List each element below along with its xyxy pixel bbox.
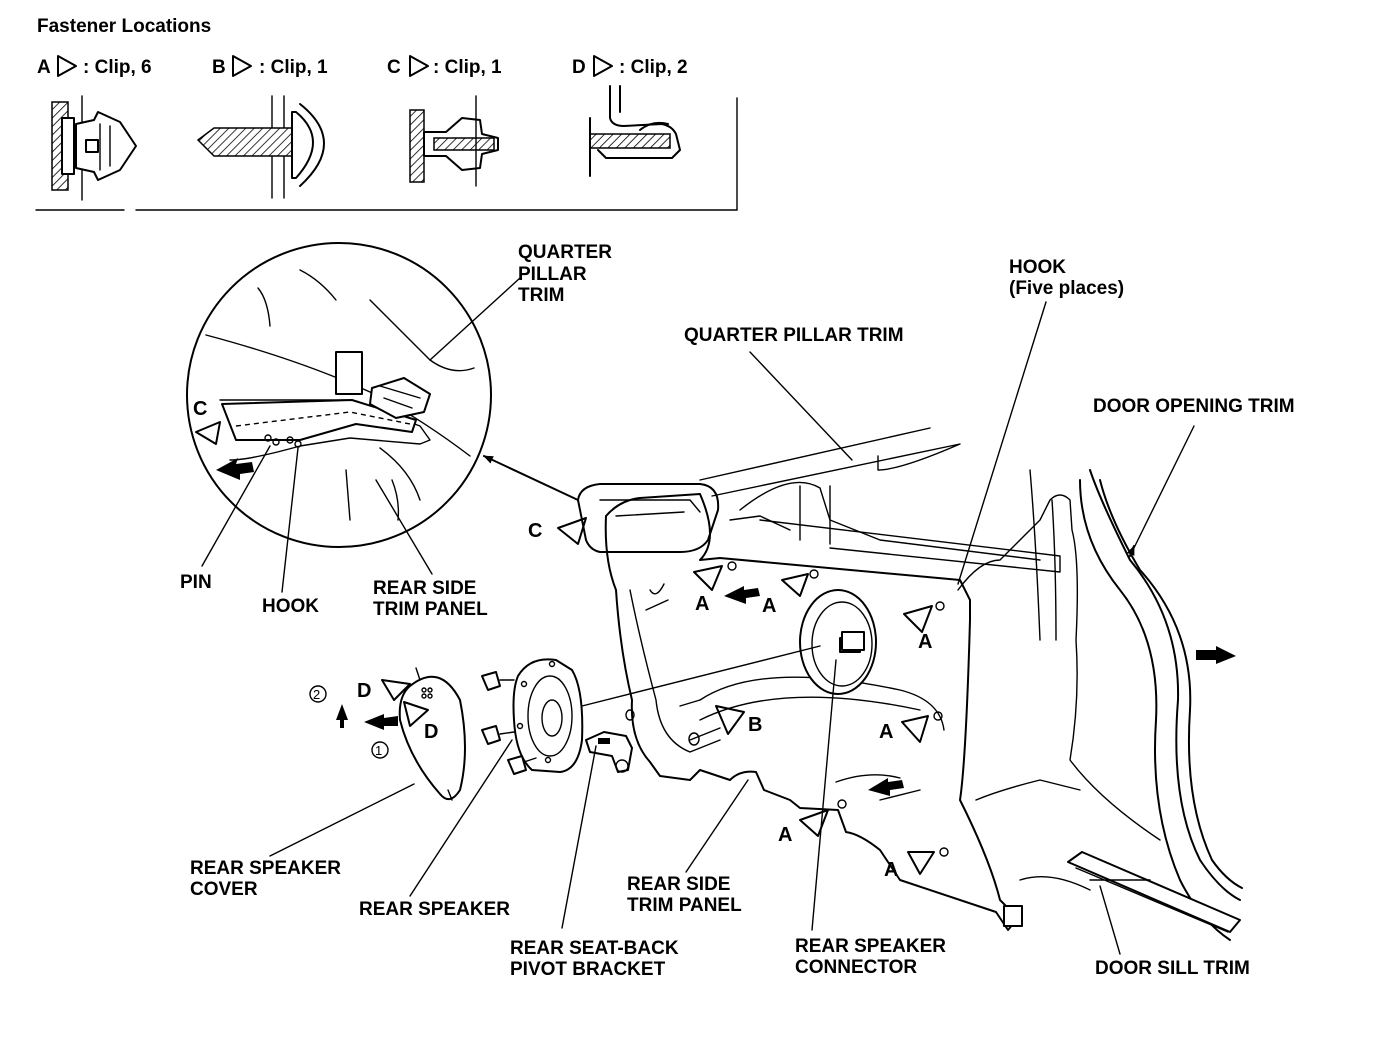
pivot-bracket-drawing — [585, 731, 633, 773]
rear-speaker-connector-label-1: REAR SPEAKER — [795, 936, 946, 957]
quarter-pillar-trim-inset-label-2: PILLAR — [518, 264, 587, 285]
pull-arrow-icon — [724, 586, 760, 604]
pull-arrow-icon — [868, 778, 904, 796]
clip-a-marker-icon — [781, 573, 809, 597]
step-1-label: 1 — [375, 743, 382, 758]
quarter-pillar-trim-inset-label-1: QUARTER — [518, 242, 612, 263]
pull-arrow-icon — [1196, 646, 1236, 664]
door-opening-trim-label: DOOR OPENING TRIM — [1093, 396, 1295, 417]
step-2-badge — [309, 685, 327, 703]
callout-a-6: A — [884, 859, 898, 881]
callout-a-3: A — [918, 631, 932, 653]
pivot-bracket-label-1: REAR SEAT-BACK — [510, 938, 679, 959]
rear-speaker-connector-label-2: CONNECTOR — [795, 957, 917, 978]
clip-b-drawing — [196, 95, 325, 199]
pull-arrow-icon — [364, 714, 398, 730]
rear-speaker-label: REAR SPEAKER — [359, 899, 510, 920]
callout-a-5: A — [778, 824, 792, 846]
rear-side-trim-panel-inset-label-1: REAR SIDE — [373, 578, 476, 599]
legend-letter-d: D — [572, 57, 586, 78]
clip-a-marker-icon — [903, 605, 933, 633]
letter-callouts: C A A A A B A A — [528, 520, 932, 881]
hook-five-label-2: (Five places) — [1009, 278, 1124, 299]
rear-speaker-cover-label-1: REAR SPEAKER — [190, 858, 341, 879]
rear-speaker-drawing — [481, 645, 821, 775]
legend-item-a: A : Clip, 6 — [37, 55, 152, 78]
legend-title: Fastener Locations — [37, 16, 211, 37]
clip-triangle-icon — [57, 55, 77, 77]
clip-triangle-icon — [593, 55, 613, 77]
clip-d-drawing — [589, 85, 681, 177]
clip-c-marker-icon — [195, 421, 221, 445]
part-labels: QUARTER PILLAR TRIM QUARTER PILLAR TRIM … — [180, 242, 1295, 980]
legend-letter-a: A — [37, 57, 51, 78]
clip-triangle-icon — [232, 55, 252, 77]
rear-speaker-cover-drawing: D D 2 1 — [309, 667, 466, 801]
door-sill-trim-label: DOOR SILL TRIM — [1095, 958, 1250, 979]
inset-callout-c: C — [193, 398, 207, 420]
clip-d-marker-icon — [403, 701, 429, 727]
clip-c-marker-icon — [557, 517, 587, 545]
step-1-badge — [371, 741, 389, 759]
callout-b: B — [748, 714, 762, 736]
clip-b-marker-icon — [715, 705, 745, 735]
legend-item-b: B : Clip, 1 — [212, 55, 328, 78]
rear-side-trim-panel-label-2: TRIM PANEL — [627, 895, 742, 916]
legend-text-b: : Clip, 1 — [259, 57, 328, 78]
hook-five-label-1: HOOK — [1009, 257, 1066, 278]
clip-d-marker-icon — [381, 679, 411, 701]
legend-letter-b: B — [212, 57, 226, 78]
legend-text-d: : Clip, 2 — [619, 57, 688, 78]
cover-callout-d-2: D — [424, 721, 438, 743]
hook-label: HOOK — [262, 596, 319, 617]
legend-item-d: D : Clip, 2 — [572, 55, 688, 78]
quarter-pillar-trim-inset-label-3: TRIM — [518, 285, 564, 306]
pull-arrow-icon — [216, 458, 254, 480]
clip-c-drawing — [409, 95, 499, 187]
pivot-bracket-label-2: PIVOT BRACKET — [510, 959, 666, 980]
legend-item-c: C : Clip, 1 — [387, 55, 502, 78]
clip-triangle-icon — [409, 55, 429, 77]
legend-text-c: : Clip, 1 — [433, 57, 502, 78]
callout-a-2: A — [762, 595, 776, 617]
detail-inset: C — [186, 242, 492, 548]
clip-a-marker-icon — [901, 715, 929, 743]
cover-callout-d-1: D — [357, 680, 371, 702]
clip-a-marker-icon — [799, 809, 829, 837]
clip-a-marker-icon — [907, 851, 935, 875]
pin-label: PIN — [180, 572, 212, 593]
trim-assembly — [577, 427, 1243, 941]
legend-letter-c: C — [387, 57, 401, 78]
leader-lines — [201, 277, 1195, 955]
legend-text-a: : Clip, 6 — [83, 57, 152, 78]
rear-side-trim-panel-inset-label-2: TRIM PANEL — [373, 599, 488, 620]
clip-a-marker-icon — [693, 565, 723, 591]
quarter-pillar-trim-label: QUARTER PILLAR TRIM — [684, 325, 904, 346]
callout-a-4: A — [879, 721, 893, 743]
step-2-label: 2 — [313, 687, 320, 702]
callout-c: C — [528, 520, 542, 542]
rear-speaker-cover-label-2: COVER — [190, 879, 258, 900]
rear-side-trim-panel-label-1: REAR SIDE — [627, 874, 730, 895]
callout-a-1: A — [695, 593, 709, 615]
fastener-legend: Fastener Locations A : Clip, 6 B : Clip,… — [35, 16, 738, 211]
clip-a-drawing — [51, 95, 137, 201]
lift-arrow-icon — [336, 704, 348, 728]
clip-markers — [557, 517, 1236, 875]
